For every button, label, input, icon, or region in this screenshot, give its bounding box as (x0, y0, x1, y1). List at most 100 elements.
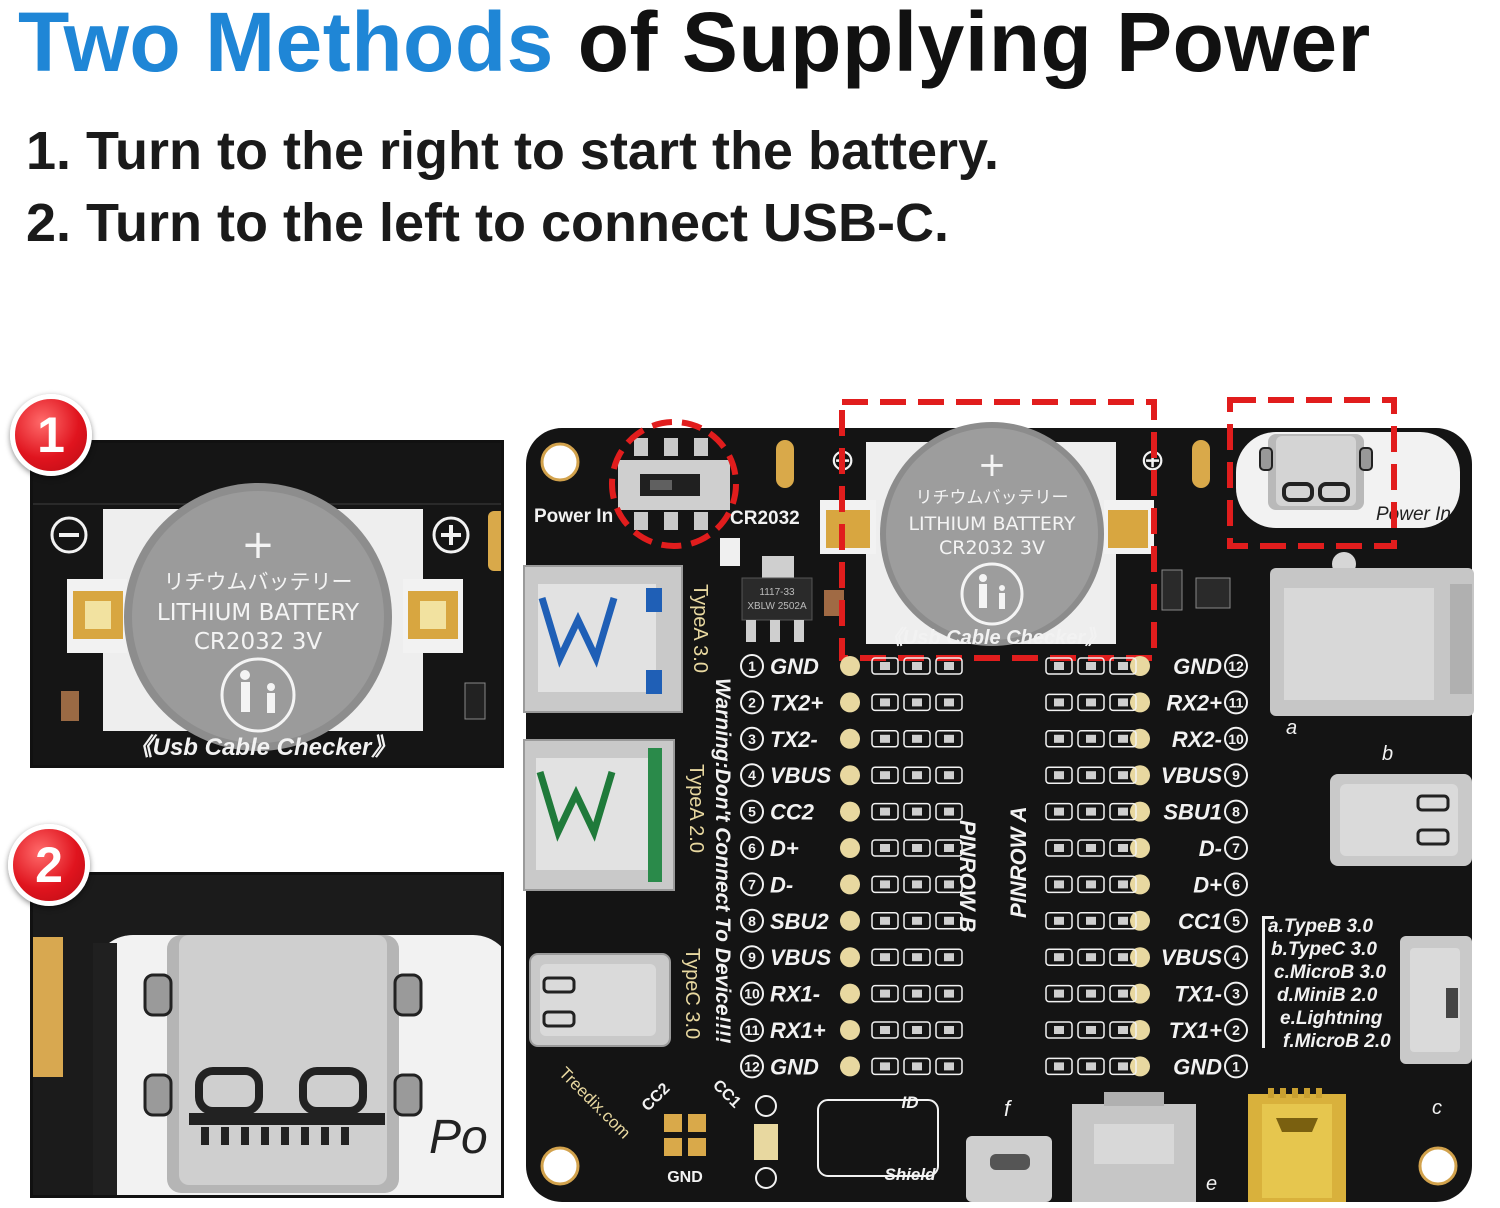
page-title: Two Methods of Supplying Power (18, 0, 1371, 91)
port-letter-e: e (1206, 1173, 1217, 1195)
inset-power-text: Po (429, 1111, 488, 1164)
pin-label: SBU1 (1163, 800, 1222, 825)
legend-item: c.MicroB 3.0 (1274, 962, 1386, 983)
pin-number: 2 (1232, 1022, 1240, 1038)
board-battery-katakana: リチウムバッテリー (916, 488, 1069, 508)
pin-label: D+ (770, 836, 799, 861)
pin-number: 5 (1232, 913, 1240, 929)
regulator-line2: XBLW 2502A (747, 601, 807, 612)
pin-number: 3 (748, 731, 756, 747)
pin-row-b-3: 3 TX2- (740, 726, 963, 752)
pin-number: 9 (1232, 767, 1240, 783)
usbc-closeup-panel: Po (30, 872, 504, 1198)
pin-number: 8 (748, 913, 756, 929)
port-legend: a.TypeB 3.0b.TypeC 3.0c.MicroB 3.0d.Mini… (1268, 916, 1391, 1052)
typec30-port[interactable] (529, 953, 671, 1047)
pin-label: SBU2 (770, 909, 829, 934)
port-letter-f: f (1004, 1096, 1013, 1121)
pin-row-b-2: 2 TX2+ (740, 690, 963, 715)
power-in-usbc-port[interactable] (1236, 432, 1460, 528)
step-two-text: 2. Turn to the left to connect USB-C. (26, 193, 949, 253)
typea20-port[interactable] (523, 739, 675, 891)
inset-checker-label: 《Usb Cable Checker》 (129, 734, 396, 761)
usbc-closeup-image: Po (33, 875, 501, 1195)
port-letter-c: c (1432, 1097, 1442, 1119)
pin-row-b-8: 8 SBU2 (740, 908, 963, 934)
title-accent: Two Methods (18, 0, 554, 89)
pin-row-a-10: 10 RX2- (1045, 726, 1248, 752)
usbc-highlight-box (1227, 397, 1397, 549)
step-one-text: 1. Turn to the right to start the batter… (26, 121, 1000, 181)
pin-label: CC2 (770, 800, 815, 825)
pinrow-a-label: PINROW A (1006, 806, 1031, 918)
battery-plus-mark: + (241, 522, 275, 568)
pin-label: RX1- (770, 982, 820, 1007)
pin-label: GND (1173, 654, 1222, 679)
regulator-line1: 1117-33 (759, 587, 795, 598)
pin-label: D- (770, 872, 793, 897)
port-f-microb20[interactable] (966, 1136, 1052, 1202)
usb-cable-checker-board: Power In CR2032 1117-33 XBLW 2502A ⊖ ⊕ +… (523, 397, 1474, 1202)
port-d-minib20[interactable] (1248, 1088, 1346, 1202)
cr2032-label: CR2032 (730, 508, 800, 529)
pin-label: TX2+ (770, 690, 823, 715)
legend-item: a.TypeB 3.0 (1268, 916, 1373, 937)
battery-highlight-box (839, 399, 1157, 661)
pin-label: D- (1199, 836, 1222, 861)
switch-highlight-circle (609, 419, 739, 549)
pin-label: VBUS (1161, 945, 1222, 970)
gnd-bottom-label: GND (667, 1169, 703, 1186)
pin-number: 10 (1228, 731, 1244, 747)
pin-label: GND (770, 1054, 819, 1079)
pin-number: 8 (1232, 804, 1240, 820)
power-in-left-label: Power In (534, 506, 613, 527)
pin-row-a-7: 7D- (1045, 836, 1248, 861)
pin-number: 2 (748, 694, 756, 710)
pin-number: 4 (748, 767, 756, 783)
legend-item: b.TypeC 3.0 (1271, 939, 1377, 960)
board-battery-plus: + (978, 445, 1007, 485)
step-two-badge: 2 (8, 824, 90, 906)
battery-line2: CR2032 3V (194, 629, 323, 655)
power-in-right-label: Power In (1376, 504, 1451, 525)
port-c-microb30[interactable] (1400, 936, 1472, 1064)
pin-label: D+ (1193, 872, 1222, 897)
pin-label: VBUS (770, 763, 831, 788)
usb-cable-checker-label: 《Usb Cable Checker》 (883, 626, 1105, 649)
pin-label: TX2- (770, 727, 818, 752)
pin-label: GND (770, 654, 819, 679)
port-a-typeb30[interactable] (1270, 568, 1474, 716)
port-e-lightning[interactable] (1072, 1092, 1196, 1202)
legend-item: f.MicroB 2.0 (1283, 1031, 1391, 1052)
title-rest: of Supplying Power (577, 0, 1371, 89)
typea30-port[interactable] (523, 565, 683, 713)
pin-row-b-6: 6 D+ (740, 836, 963, 861)
typea20-label: TypeA 2.0 (685, 764, 707, 853)
pin-label: RX2- (1172, 727, 1222, 752)
pin-number: 11 (1229, 694, 1244, 710)
pin-label: VBUS (1161, 763, 1222, 788)
port-letter-b: b (1382, 743, 1393, 765)
pin-number: 6 (748, 840, 756, 856)
port-b-typec30[interactable] (1330, 774, 1472, 866)
battery-closeup-panel: + リチウムバッテリー LITHIUM BATTERY CR2032 3V 《U… (30, 440, 504, 768)
port-letter-a: a (1286, 717, 1297, 739)
legend-item: d.MiniB 2.0 (1277, 985, 1378, 1006)
typea30-label: TypeA 3.0 (689, 584, 711, 673)
pin-number: 9 (748, 949, 756, 965)
pinrow-a: 12GND11RX2+10RX2-9VBUS8SBU17D-6D+5CC14VB… (1045, 654, 1248, 1079)
power-slide-switch[interactable] (618, 438, 730, 530)
pin-row-a-8: 8 SBU1 (1045, 800, 1248, 825)
pin-number: 4 (1232, 949, 1240, 965)
pin-number: 7 (748, 876, 756, 892)
shield-label: Shield (884, 1165, 936, 1184)
pin-label: TX1+ (1169, 1018, 1222, 1043)
